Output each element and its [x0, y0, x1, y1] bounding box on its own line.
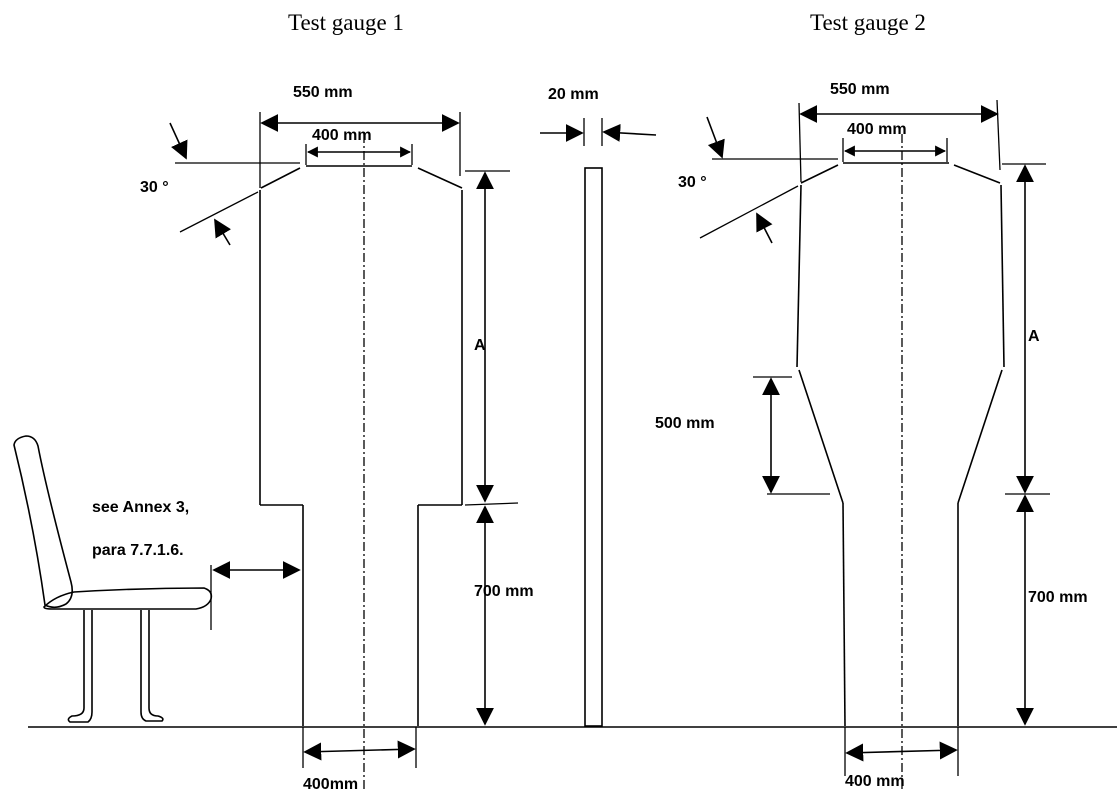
- gauge-2-top-width-label: 550 mm: [830, 81, 890, 98]
- gauge-1-inner-width-label: 400 mm: [312, 127, 372, 144]
- gauge-1-angle-arrow-lower: [214, 218, 232, 246]
- gauge-2-angle-label: 30 °: [678, 174, 707, 191]
- seat-note-line-2: para 7.7.1.6.: [92, 542, 184, 559]
- gauge-2-outline: [796, 162, 1005, 727]
- gauge-1-angle-extension: [179, 191, 259, 233]
- gauge-2-height-a-label: A: [1028, 328, 1040, 345]
- seat-drawing: [13, 435, 213, 723]
- gauge-2-lower-height-label: 700 mm: [1028, 589, 1088, 606]
- plate-thickness-arrow-right: [602, 123, 657, 142]
- gauge-2-taper-height-label: 500 mm: [655, 415, 715, 432]
- gauge-2-bottom-width-dimension: [845, 741, 958, 762]
- gauge-1-angle-label: 30 °: [140, 179, 169, 196]
- gauge-1-bottom-width-label: 400mm: [303, 776, 358, 793]
- gauge-1-height-a-label: A: [474, 337, 486, 354]
- gauge-1-outline: [259, 165, 463, 726]
- gauge-1-bottom-width-dimension: [303, 740, 416, 761]
- gauge-1-title: Test gauge 1: [288, 10, 404, 35]
- gauge-2-angle-arrow-upper: [706, 116, 725, 159]
- seat-note-line-1: see Annex 3,: [92, 499, 189, 516]
- gauge-2-bottom-width-label: 400 mm: [845, 773, 905, 790]
- gauge-1-extension: [464, 502, 519, 506]
- gauge-2-extension: [798, 102, 802, 183]
- plate-outline: [584, 167, 603, 727]
- gauge-2-title: Test gauge 2: [810, 10, 926, 35]
- gauge-2-inner-width-label: 400 mm: [847, 121, 907, 138]
- gauge-1-lower-height-label: 700 mm: [474, 583, 534, 600]
- gauge-2-angle-extension: [699, 185, 799, 239]
- gauge-1-angle-arrow-upper: [169, 122, 188, 160]
- plate-thickness-label: 20 mm: [548, 86, 599, 103]
- gauge-2-angle-arrow-lower: [756, 212, 773, 244]
- gauge-2-extension: [996, 99, 1001, 171]
- gauge-1-top-width-label: 550 mm: [293, 84, 353, 101]
